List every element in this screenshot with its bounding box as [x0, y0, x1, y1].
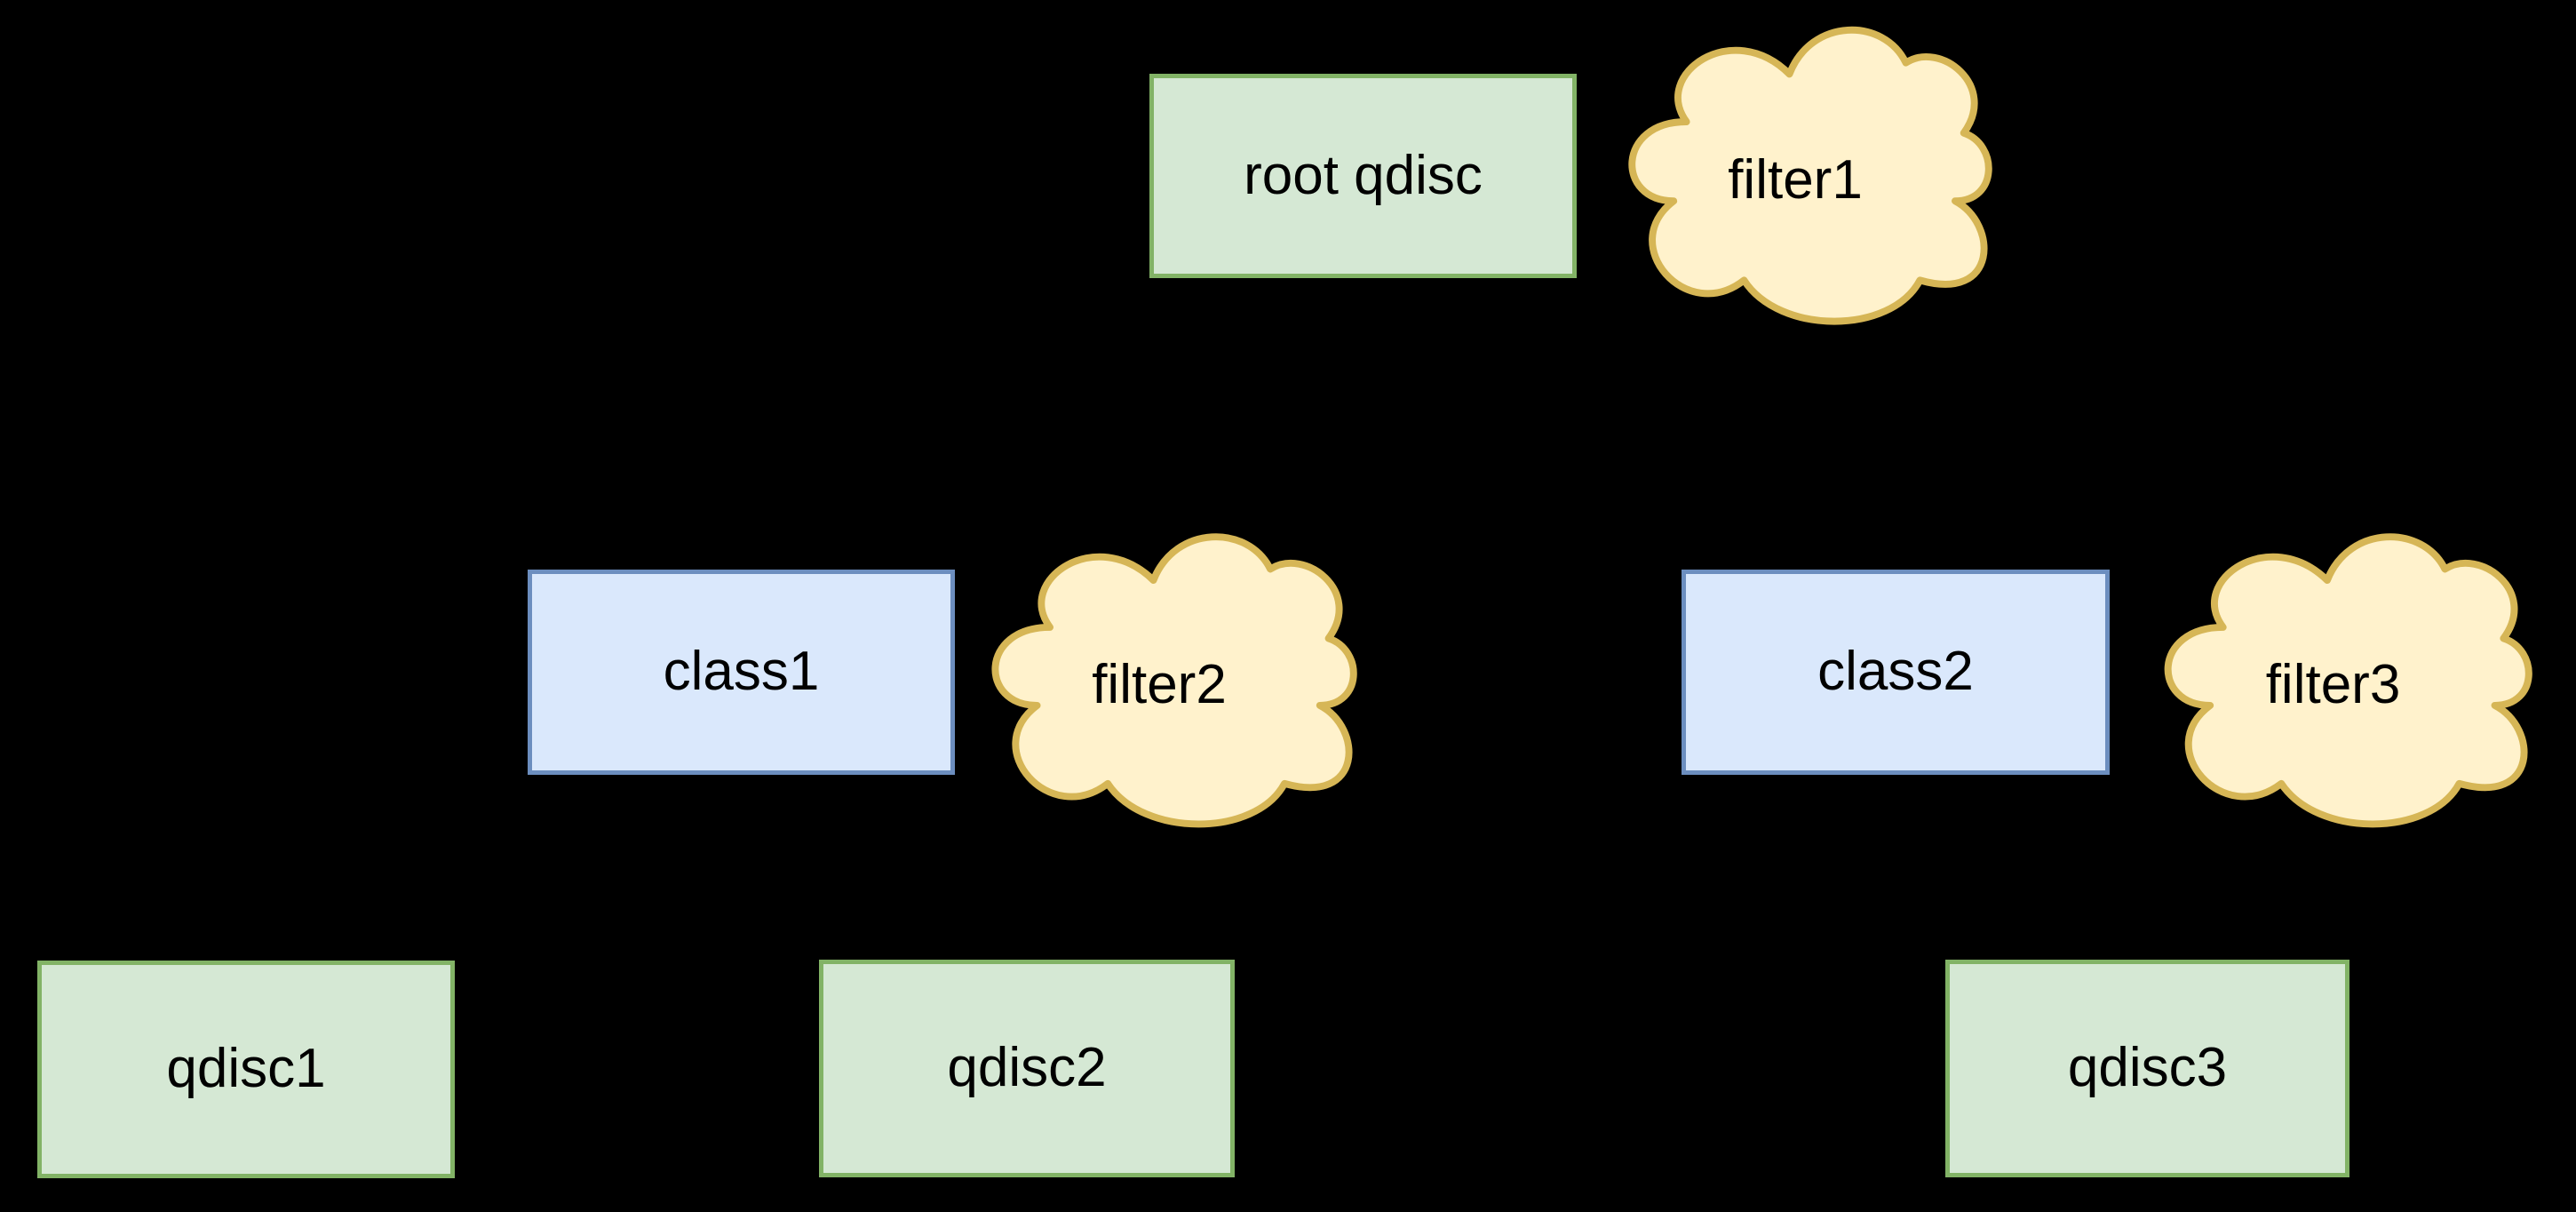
cloud-icon	[2164, 533, 2532, 828]
cloud-icon	[1628, 26, 1992, 325]
node-root-qdisc-label: root qdisc	[1244, 144, 1483, 206]
edge-root-to-class1	[738, 256, 1371, 570]
node-class2-label: class2	[1817, 641, 1974, 703]
node-filter2[interactable]: filter2	[966, 533, 1357, 828]
edge-root-to-class2	[1318, 256, 1898, 570]
node-qdisc1[interactable]: qdisc1	[37, 961, 455, 1178]
node-class2[interactable]: class2	[1682, 570, 2110, 775]
node-filter1[interactable]: filter1	[1603, 26, 1992, 325]
node-qdisc2[interactable]: qdisc2	[819, 960, 1235, 1177]
node-filter3[interactable]: filter3	[2139, 533, 2532, 828]
node-qdisc3[interactable]: qdisc3	[1945, 960, 2349, 1177]
node-class1[interactable]: class1	[528, 570, 955, 775]
node-root-qdisc[interactable]: root qdisc	[1149, 74, 1577, 278]
node-class1-label: class1	[663, 641, 820, 703]
node-qdisc2-label: qdisc2	[947, 1037, 1107, 1099]
edge-class2-to-qdisc3	[1851, 753, 2150, 960]
edge-class1-to-qdisc1	[243, 753, 750, 961]
cloud-icon	[991, 533, 1357, 828]
node-qdisc3-label: qdisc3	[2067, 1037, 2228, 1099]
node-qdisc1-label: qdisc1	[166, 1038, 326, 1100]
